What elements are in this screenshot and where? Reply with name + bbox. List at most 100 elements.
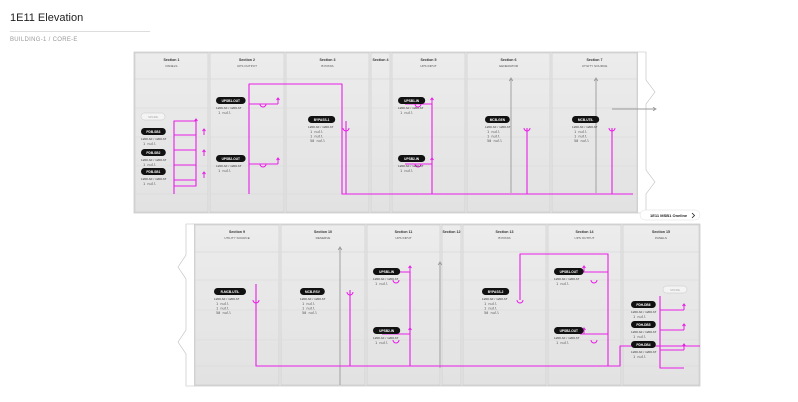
arrow-up-icon	[276, 157, 280, 161]
device-label[interactable]: UPSB2-IN	[379, 329, 395, 333]
section-body[interactable]	[547, 224, 622, 386]
device-label[interactable]: PDB-SB3	[146, 130, 160, 134]
device-status-line: 1 null	[216, 306, 229, 310]
device-rating: 1200 AF / 1200 AT	[300, 297, 326, 301]
device-pill[interactable]	[373, 268, 401, 275]
device-label[interactable]: BYPASS-2	[488, 290, 504, 294]
breadcrumb-building[interactable]: BUILDING-1	[10, 37, 47, 43]
device-pill[interactable]	[214, 288, 246, 295]
device-pill[interactable]	[631, 341, 656, 348]
spare-slot[interactable]: SPARE	[140, 112, 166, 121]
device-pill[interactable]	[554, 327, 584, 334]
device-label[interactable]: UPSB2-IN	[404, 157, 420, 161]
device-pill[interactable]	[300, 288, 325, 295]
section-body[interactable]	[366, 224, 441, 386]
device-label[interactable]: UPSB1-IN	[404, 99, 420, 103]
device-label[interactable]: UPSB1-OUT	[222, 99, 240, 103]
device-label[interactable]: MCB-UTIL	[578, 118, 593, 122]
device-label[interactable]: R-MCB-UTIL	[221, 290, 240, 294]
device-label[interactable]: PDH-DB6	[636, 303, 650, 307]
device-pill[interactable]	[482, 288, 510, 295]
device-pill[interactable]	[631, 321, 656, 328]
device-pill[interactable]	[373, 327, 401, 334]
section-top-4[interactable]: Section 4	[370, 52, 391, 213]
breadcrumb-core[interactable]: CORE-E	[52, 37, 78, 43]
device-pill[interactable]	[216, 155, 246, 162]
device-pill[interactable]	[141, 168, 166, 175]
device-pill[interactable]	[216, 97, 246, 104]
device-label[interactable]: PDH-DB5	[636, 323, 650, 327]
device-pill[interactable]	[141, 128, 166, 135]
device-status-line: 1 null	[302, 302, 315, 306]
device-pill[interactable]	[308, 116, 336, 123]
section-body[interactable]	[280, 224, 366, 386]
device-label[interactable]: MCB-GEN	[490, 118, 506, 122]
device-pill[interactable]	[141, 149, 166, 156]
section-bottom-4[interactable]: Section 12	[441, 224, 462, 386]
section-body[interactable]	[441, 224, 462, 386]
device-pill[interactable]	[631, 301, 656, 308]
device-status-line: 50 null	[216, 311, 231, 315]
device-label[interactable]: PDB-SB2	[146, 151, 160, 155]
one-line-link-bg[interactable]	[639, 209, 701, 221]
device-label[interactable]: PDH-DB4	[636, 343, 650, 347]
device-pill[interactable]	[398, 155, 426, 162]
spare-pill[interactable]	[662, 285, 688, 294]
device-pill[interactable]	[554, 268, 584, 275]
section-body[interactable]	[194, 224, 280, 386]
device-rating: 1200 AF / 1200 AT	[398, 164, 424, 168]
device-label[interactable]: UPSB2-OUT	[560, 329, 578, 333]
section-body[interactable]	[209, 52, 285, 213]
section-body[interactable]	[462, 224, 547, 386]
device-label[interactable]: UPSB1-OUT	[560, 270, 578, 274]
one-line-link[interactable]: 1E11 MSB1 Oneline	[639, 209, 701, 221]
section-body[interactable]	[551, 52, 638, 213]
spare-pill[interactable]	[140, 112, 166, 121]
device-label[interactable]: UPSB2-OUT	[222, 157, 240, 161]
device-pill[interactable]	[572, 116, 600, 123]
section-body[interactable]	[466, 52, 551, 213]
section-body[interactable]	[391, 52, 466, 213]
section-body[interactable]	[370, 52, 391, 213]
spare-slot[interactable]: SPARE	[662, 285, 688, 294]
device-pill[interactable]	[485, 116, 510, 123]
device-label[interactable]: UPSB1-IN	[379, 270, 395, 274]
section-body[interactable]	[285, 52, 370, 213]
device-label[interactable]: PDB-SB1	[146, 170, 160, 174]
device-status-line: 1 null	[487, 130, 500, 134]
one-line-label[interactable]: 1E11 MSB1 Oneline	[650, 213, 688, 218]
device-pill[interactable]	[398, 97, 426, 104]
device-label[interactable]: MCB-RSV	[305, 290, 321, 294]
device-label[interactable]: BYPASS-1	[314, 118, 330, 122]
